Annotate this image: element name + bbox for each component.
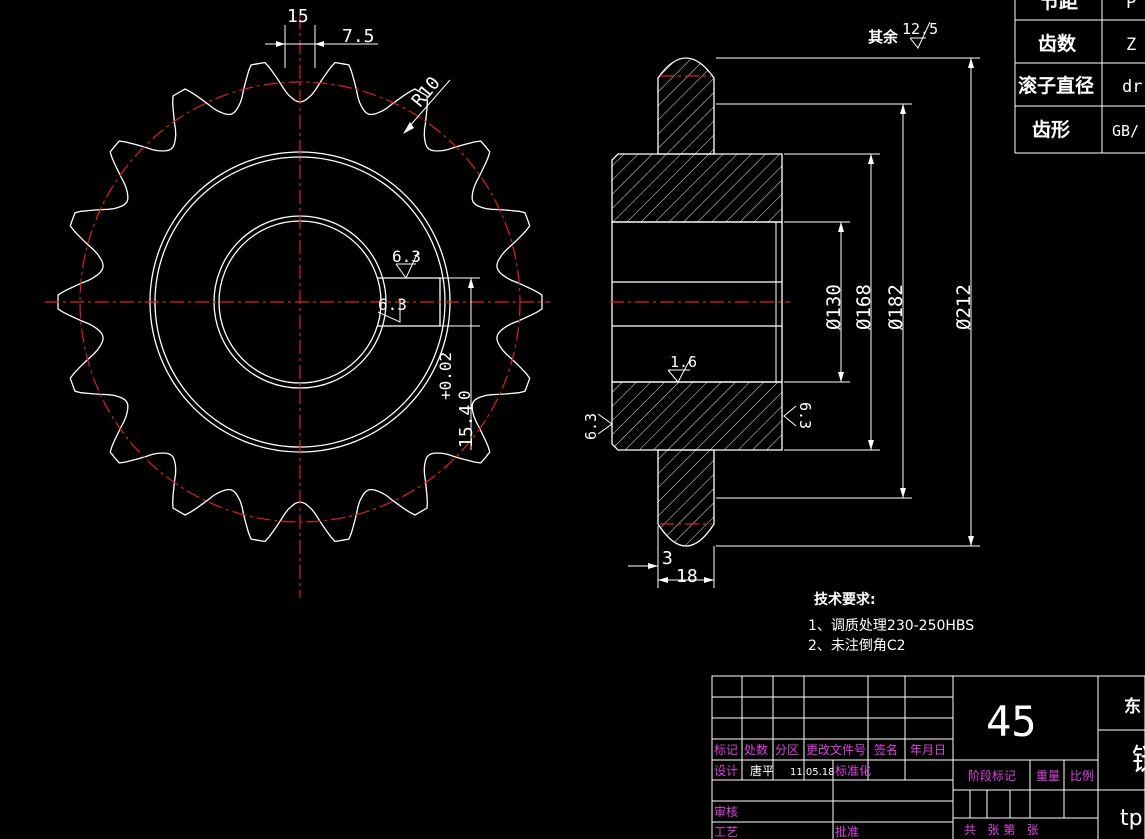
dim-dia-130: Ø130 — [823, 284, 845, 330]
dim-keyway-tol-lower: 0 — [455, 390, 474, 400]
design-label: 设计 — [714, 764, 738, 778]
weight-label: 重量 — [1036, 769, 1060, 783]
dim-dia-182: Ø182 — [885, 284, 907, 330]
standardize-label: 标准化 — [835, 764, 871, 778]
hdr-zone: 分区 — [775, 743, 799, 757]
hdr-change-doc: 更改文件号 — [806, 742, 866, 757]
finish-other-value: 12.5 — [902, 20, 938, 38]
param-pitch-value: P — [1126, 0, 1136, 13]
design-date: 11.05.18 — [790, 767, 835, 778]
sprocket-front-view: 15 7.5 R10 6.3 6.3 15.4 +0.02 0 — [45, 6, 550, 598]
param-profile-value: GB/ — [1112, 122, 1139, 140]
section-tooth-bottom — [657, 449, 715, 547]
tech-req-title: 技术要求: — [814, 591, 876, 608]
dim-3: 3 — [662, 548, 673, 569]
designer-name: 唐平 — [750, 763, 774, 778]
rough-keyway-top: 6.3 — [392, 247, 421, 266]
tech-req-line2: 2、未注倒角C2 — [808, 638, 906, 654]
dim-keyway-tol-upper: +0.02 — [436, 352, 455, 400]
dim-dia-212: Ø212 — [953, 284, 975, 330]
dim-18: 18 — [676, 566, 698, 587]
scale-label: 比例 — [1070, 769, 1094, 783]
hdr-mark: 标记 — [714, 743, 738, 757]
sheets-label: 共 张 第 张 — [964, 823, 1039, 837]
technical-requirements: 技术要求: 1、调质处理230-250HBS 2、未注倒角C2 — [808, 591, 974, 654]
process-label: 工艺 — [714, 825, 738, 839]
dim-radius: R10 — [408, 73, 445, 111]
param-teeth-value: Z — [1126, 35, 1136, 55]
hdr-count: 处数 — [744, 742, 768, 757]
material-text: 45 — [986, 697, 1037, 746]
hdr-sign: 签名 — [874, 742, 898, 757]
stage-mark-label: 阶段标记 — [968, 768, 1016, 783]
rough-1-6: 1.6 — [670, 353, 697, 371]
approve-label: 批准 — [835, 824, 859, 839]
section-tooth-top — [657, 57, 715, 155]
hdr-date: 年月日 — [910, 743, 946, 757]
rough-left: 6.3 — [582, 413, 600, 440]
sprocket-section-view: Ø130 Ø168 Ø182 Ø212 1.6 6.3 6.3 3 — [582, 20, 980, 588]
param-pitch-label: 节距 — [1040, 0, 1078, 13]
title-block: 45 东 链 tp 标记 处数 分区 更改文件号 签名 年月日 设计 唐平 11… — [711, 675, 1145, 839]
rough-right: 6.3 — [796, 402, 814, 429]
review-label: 审核 — [714, 804, 738, 819]
param-roller-label: 滚子直径 — [1018, 74, 1094, 97]
rough-keyway-side: 6.3 — [378, 295, 407, 314]
dim-width-15: 15 — [287, 6, 309, 27]
dim-dia-168: Ø168 — [853, 284, 875, 330]
dim-keyway-depth: 15.4 — [456, 405, 477, 448]
title-right-bottom: tp — [1120, 806, 1143, 831]
title-right-mid: 链 — [1132, 743, 1145, 778]
section-hub-bottom — [611, 381, 783, 451]
finish-other-label: 其余 — [868, 28, 899, 46]
title-right-top: 东 — [1124, 696, 1141, 717]
param-profile-label: 齿形 — [1032, 119, 1070, 141]
section-hub-top — [611, 153, 783, 223]
tech-req-line1: 1、调质处理230-250HBS — [808, 618, 974, 634]
param-teeth-label: 齿数 — [1038, 32, 1077, 55]
param-roller-value: dr — [1122, 77, 1142, 97]
parameter-table: 节距 P 齿数 Z 滚子直径 dr 齿形 GB/ — [1014, 0, 1145, 154]
dim-half-width: 7.5 — [342, 26, 375, 47]
